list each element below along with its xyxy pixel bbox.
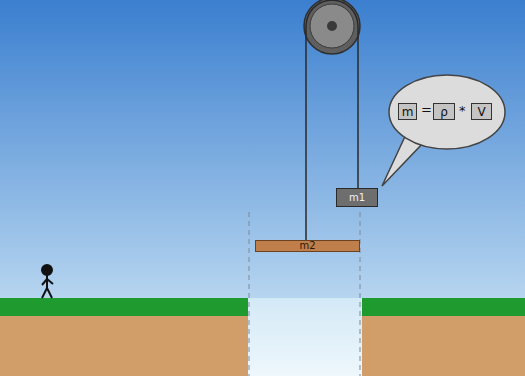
pit [248, 298, 362, 376]
mass-label: m [402, 106, 414, 118]
stick-figure [42, 265, 53, 298]
mass-label: m1 [349, 193, 365, 203]
grass-right [362, 298, 525, 316]
formula-symbol: = [421, 103, 432, 116]
earth-right [362, 316, 525, 376]
mass-label: m2 [299, 241, 315, 251]
formula-symbol: * [459, 104, 466, 117]
guide-line [360, 212, 361, 376]
formula-box: V [471, 103, 492, 120]
guide-line [249, 212, 250, 376]
bubble-body [389, 75, 505, 149]
speech-bubble: = * m ρ V [388, 74, 506, 150]
mass-label: V [477, 106, 485, 118]
grass-left [0, 298, 248, 316]
bubble-tail [382, 130, 424, 186]
formula-box: m [398, 103, 417, 120]
formula-box: ρ [433, 103, 455, 120]
earth-left [0, 316, 248, 376]
mass-block: m1 [336, 188, 378, 207]
mass-label: ρ [440, 106, 448, 118]
plank-mass: m2 [255, 240, 360, 252]
